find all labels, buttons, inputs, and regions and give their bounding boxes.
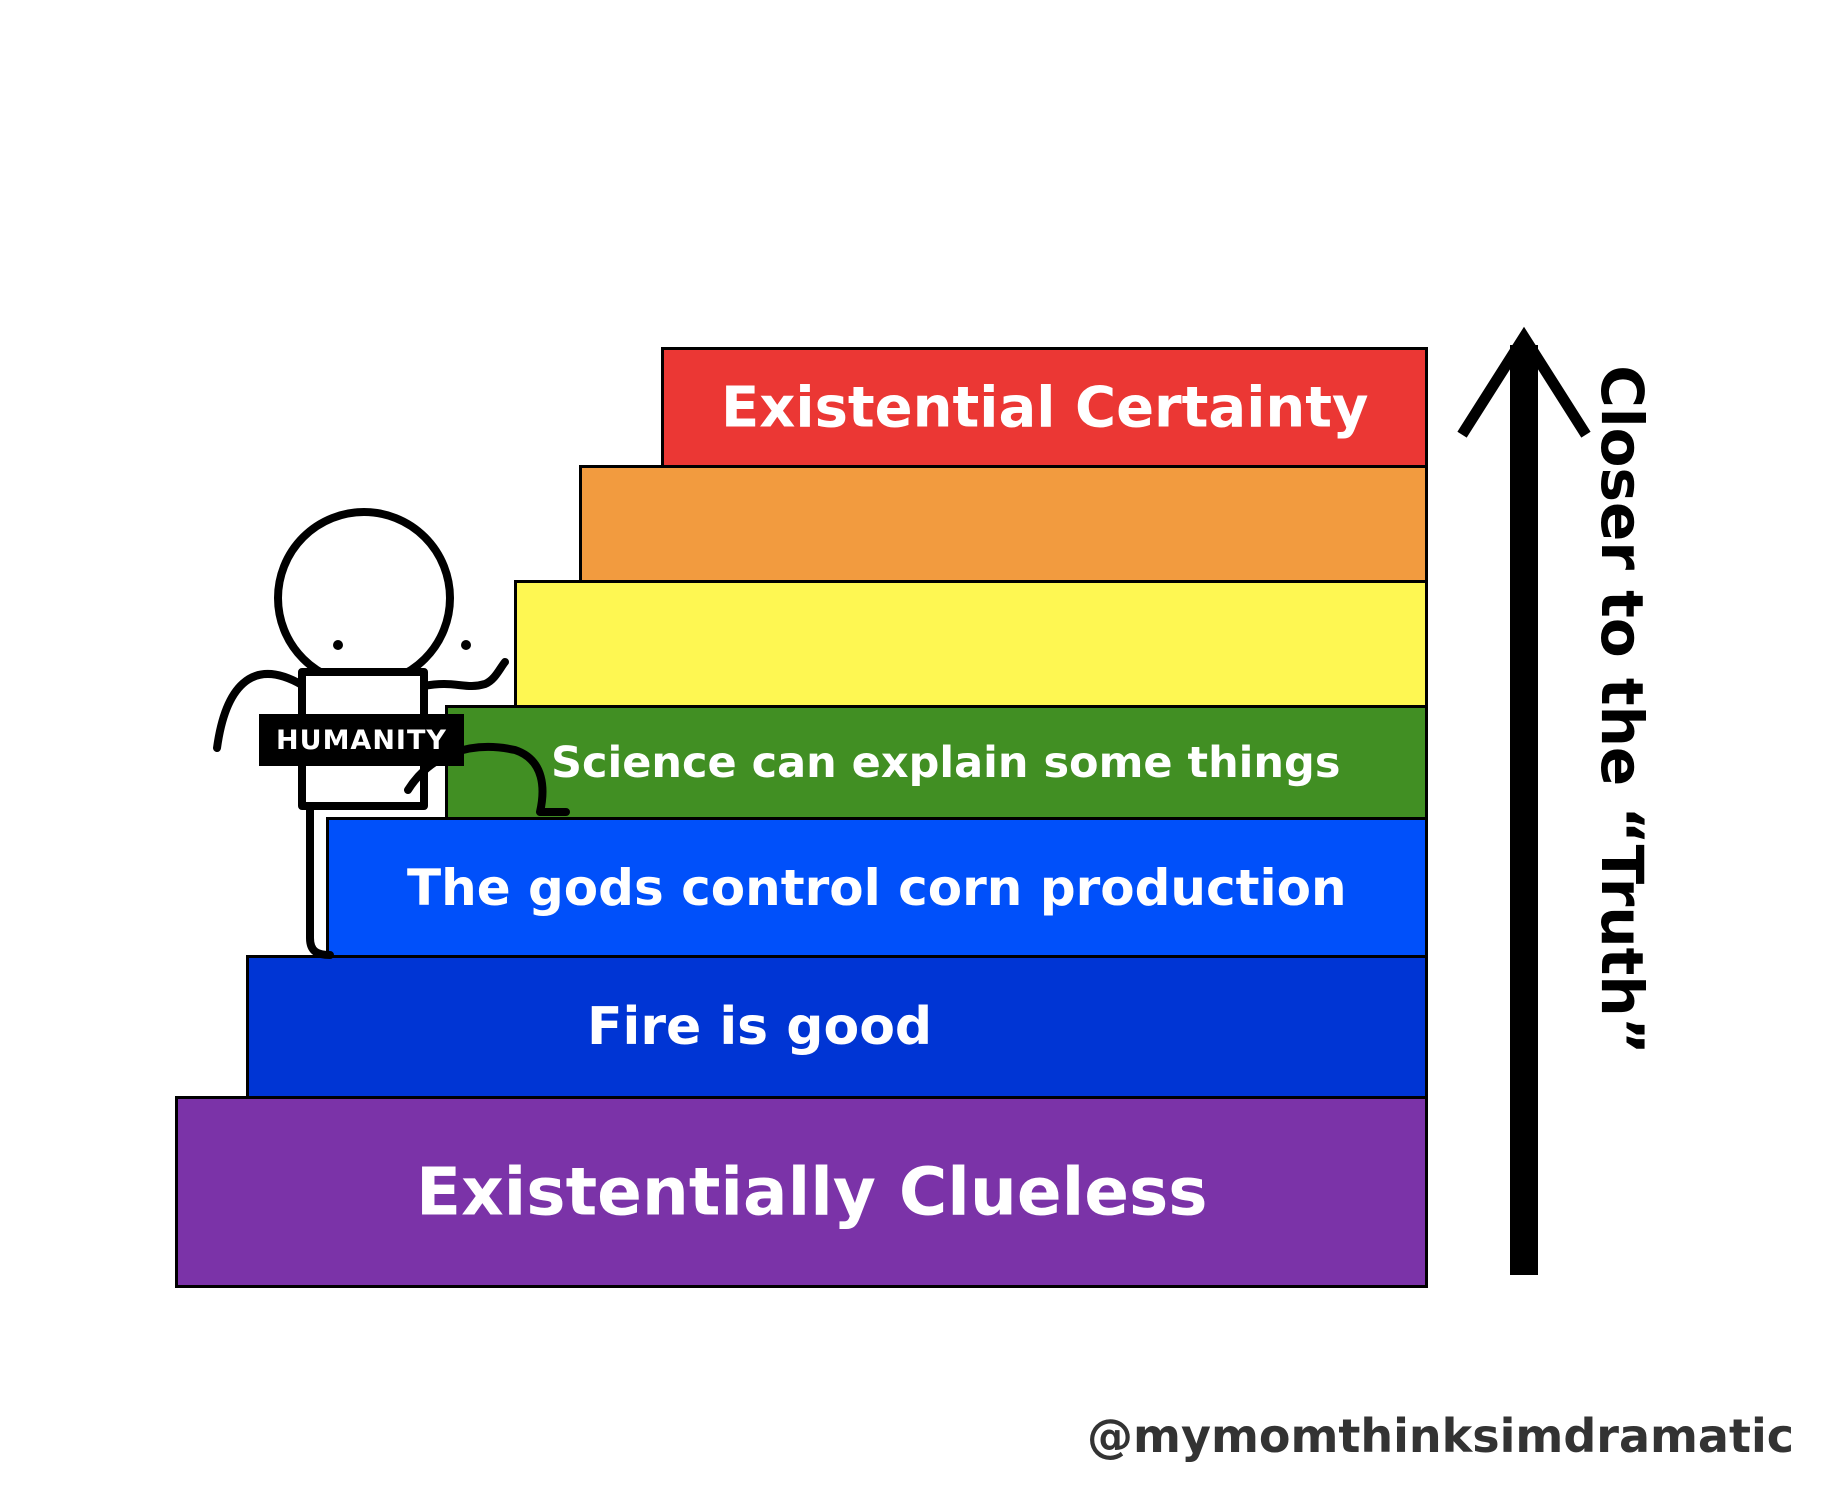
figure-eye-left	[333, 640, 343, 650]
step-fire-is-good: Fire is good	[246, 955, 1428, 1099]
step-existentially-clueless: Existentially Clueless	[175, 1096, 1428, 1288]
humanity-sign: HUMANITY	[259, 714, 464, 766]
figure-left-leg	[306, 802, 334, 959]
step-gods-control-corn: The gods control corn production	[326, 817, 1428, 958]
step-orange	[579, 465, 1428, 583]
step-label: Existentially Clueless	[416, 1153, 1208, 1231]
credit-handle: @mymomthinksimdramatic	[1087, 1409, 1794, 1463]
step-label: The gods control corn production	[407, 858, 1347, 917]
step-label: Science can explain some things	[551, 737, 1341, 788]
figure-right-arm	[420, 658, 509, 690]
figure-eye-right	[461, 640, 471, 650]
step-label: Existential Certainty	[721, 375, 1369, 440]
step-science-explains: Science can explain some things	[445, 705, 1428, 820]
figure-left-arm	[213, 670, 306, 752]
arrow-label: Closer to the “Truth”	[1588, 365, 1656, 1055]
step-existential-certainty: Existential Certainty	[661, 347, 1428, 468]
step-label: Fire is good	[587, 997, 933, 1057]
